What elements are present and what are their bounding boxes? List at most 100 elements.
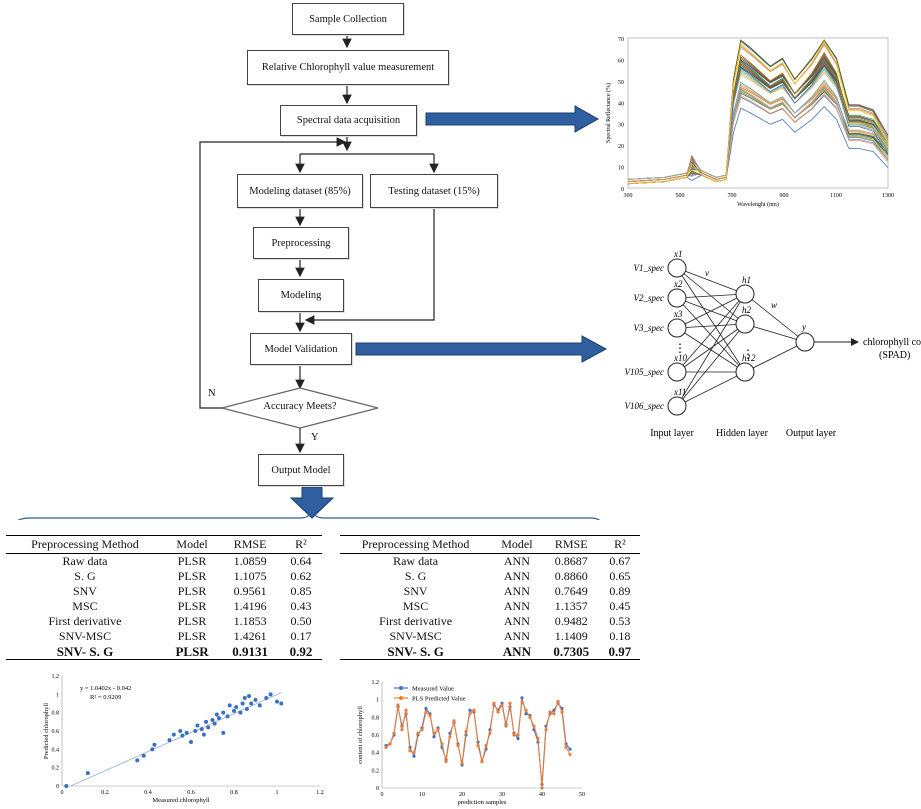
table-cell: PLSR bbox=[177, 629, 207, 643]
x-tick-label: 0 bbox=[61, 790, 64, 796]
scatter-point bbox=[212, 721, 217, 726]
table-cell: 1.1357 bbox=[554, 599, 588, 613]
connection-line bbox=[744, 341, 806, 373]
table-cell: PLSR bbox=[163, 644, 221, 660]
y-tick-label: 0 bbox=[621, 187, 624, 193]
scatter-point bbox=[85, 771, 90, 776]
connection-line bbox=[676, 371, 746, 407]
x-axis-label: Wavelenght (nm) bbox=[737, 201, 779, 208]
spectrum-curve bbox=[627, 83, 889, 180]
x-axis-label: Measured chlorophyll bbox=[152, 797, 209, 804]
preprocessing-box: Preprocessing bbox=[253, 227, 349, 259]
col-rmse: RMSE bbox=[542, 535, 600, 554]
plot-frame bbox=[627, 37, 889, 189]
spectrum-curve bbox=[627, 39, 889, 180]
output-layer-label: Output layer bbox=[786, 428, 837, 439]
series-point bbox=[440, 742, 444, 746]
scatter-point bbox=[199, 727, 204, 732]
y-axis-label: content of chlorophyll bbox=[357, 706, 364, 764]
scatter-point bbox=[171, 732, 176, 737]
scatter-point bbox=[225, 714, 230, 719]
series-point bbox=[512, 733, 516, 737]
input-node-label: x10 bbox=[673, 353, 687, 363]
ann-results-table: Preprocessing Method Model RMSE R² Raw d… bbox=[340, 535, 640, 660]
spectrum-curve bbox=[627, 86, 889, 182]
table-cell: 0.18 bbox=[609, 629, 631, 643]
series-point bbox=[392, 731, 396, 735]
y-tick-label: 0.4 bbox=[372, 751, 380, 757]
y-tick-label: 70 bbox=[618, 37, 624, 43]
series-point bbox=[508, 701, 512, 705]
scatter-point bbox=[152, 742, 157, 747]
table-cell: First derivative bbox=[48, 614, 122, 628]
y-tick-label: 0.8 bbox=[372, 715, 380, 721]
table-cell: ANN bbox=[491, 644, 543, 660]
table-cell: PLSR bbox=[177, 584, 207, 598]
series-point bbox=[424, 706, 428, 711]
series-point bbox=[516, 736, 520, 741]
input-node bbox=[667, 258, 687, 278]
y-tick-label: 30 bbox=[618, 123, 624, 129]
hidden-node-label: h1 bbox=[742, 275, 751, 285]
y-tick-label: 50 bbox=[618, 80, 624, 86]
series-point bbox=[420, 728, 424, 732]
hidden-node bbox=[735, 362, 755, 382]
input-feature-label: V1_spec bbox=[634, 263, 665, 273]
input-feature-label: V106_spec bbox=[625, 401, 665, 411]
modeling-dataset-box: Modeling dataset (85%) bbox=[237, 174, 363, 208]
table-cell: 0.17 bbox=[290, 629, 312, 643]
table-cell: 0.89 bbox=[609, 584, 631, 598]
series-point bbox=[568, 752, 572, 757]
y-tick-label: 1.2 bbox=[372, 680, 380, 686]
x-tick-label: 900 bbox=[780, 193, 789, 199]
y-tick-label: 0 bbox=[56, 784, 59, 790]
connection-line bbox=[676, 323, 746, 407]
series-point bbox=[524, 712, 528, 716]
table-cell: ANN bbox=[503, 569, 530, 583]
hidden-node bbox=[735, 314, 755, 334]
table-cell: 1.1075 bbox=[233, 569, 267, 583]
connection-line bbox=[744, 323, 806, 343]
input-node-label: x1 bbox=[673, 250, 683, 259]
series-point bbox=[560, 710, 564, 714]
table-cell: ANN bbox=[503, 554, 530, 568]
series-point bbox=[408, 749, 412, 753]
weight-w-label: w bbox=[771, 300, 777, 310]
table-cell: 0.45 bbox=[609, 599, 631, 613]
series-point bbox=[464, 729, 468, 734]
scatter-point bbox=[135, 758, 140, 763]
table-cell: 0.85 bbox=[290, 584, 312, 598]
y-tick-label: 1 bbox=[56, 692, 59, 698]
scatter-point bbox=[189, 740, 193, 744]
spectrum-curve bbox=[627, 65, 889, 185]
spectrum-curve bbox=[627, 40, 889, 185]
y-tick-label: 10 bbox=[618, 166, 624, 172]
col-r2: R² bbox=[279, 535, 322, 554]
spectral-acquisition-box: Spectral data acquisition bbox=[280, 105, 417, 136]
table-cell: PLSR bbox=[177, 614, 207, 628]
table-cell: 0.53 bbox=[609, 614, 631, 628]
legend-label: Measured Value bbox=[412, 686, 454, 693]
table-cell: ANN bbox=[503, 614, 530, 628]
scatter-point bbox=[141, 753, 146, 758]
scatter-point bbox=[221, 710, 226, 715]
yes-label: Y bbox=[311, 432, 319, 443]
trend-line bbox=[70, 692, 282, 787]
series-point bbox=[540, 786, 544, 790]
hidden-node-label: h2 bbox=[742, 305, 752, 315]
series-point bbox=[448, 735, 452, 739]
series-point bbox=[548, 710, 552, 714]
table-cell: 0.67 bbox=[609, 554, 631, 568]
series-point bbox=[384, 745, 388, 749]
arrowhead-icon bbox=[851, 338, 859, 346]
table-cell: 0.9482 bbox=[554, 614, 588, 628]
table-cell: 0.64 bbox=[290, 554, 312, 568]
y-tick-label: 60 bbox=[618, 58, 624, 64]
scatter-point bbox=[195, 723, 200, 728]
scatter-point bbox=[234, 705, 239, 710]
table-cell: 0.62 bbox=[290, 569, 312, 583]
